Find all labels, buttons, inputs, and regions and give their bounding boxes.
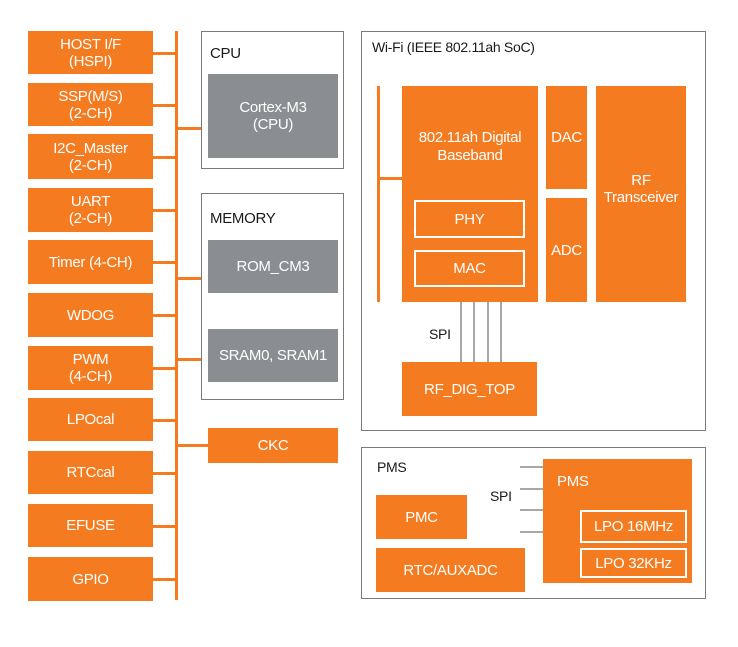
spi-line bbox=[460, 302, 462, 362]
peripheral-label: PWM bbox=[72, 351, 109, 368]
peripheral-block[interactable]: Timer (4-CH) bbox=[28, 240, 153, 284]
bus-connector-ckc bbox=[176, 444, 208, 447]
peripheral-bus-connector bbox=[153, 261, 176, 264]
cortex-m3-block[interactable]: Cortex-M3 (CPU) bbox=[208, 74, 338, 158]
peripheral-label: LPOcal bbox=[66, 411, 115, 428]
peripheral-block[interactable]: RTCcal bbox=[28, 451, 153, 494]
rtc-auxadc-block[interactable]: RTC/AUXADC bbox=[376, 548, 525, 592]
peripheral-label: UART bbox=[70, 193, 111, 210]
adc-label: ADC bbox=[551, 241, 582, 259]
pms-spi-line bbox=[520, 466, 543, 468]
rf-sublabel: Transceiver bbox=[603, 189, 679, 206]
spi-line bbox=[487, 302, 489, 362]
rtc-auxadc-label: RTC/AUXADC bbox=[403, 561, 498, 579]
rf-label: RF bbox=[631, 172, 651, 189]
pms-spi-line bbox=[520, 531, 543, 533]
peripheral-sublabel: (2-CH) bbox=[68, 156, 113, 174]
peripheral-block[interactable]: PWM(4-CH) bbox=[28, 346, 153, 390]
ckc-block[interactable]: CKC bbox=[208, 428, 338, 463]
peripheral-label: I2C_Master bbox=[53, 139, 128, 157]
wifi-section-title: Wi-Fi (IEEE 802.11ah SoC) bbox=[372, 39, 535, 55]
peripheral-bus-connector bbox=[153, 367, 176, 370]
pms-spi-line bbox=[520, 509, 543, 511]
spi-line bbox=[473, 302, 475, 362]
peripheral-sublabel: (4-CH) bbox=[68, 368, 113, 385]
rf-dig-top-label: RF_DIG_TOP bbox=[424, 380, 515, 398]
peripheral-block[interactable]: UART(2-CH) bbox=[28, 188, 153, 232]
lpo-16mhz-block[interactable]: LPO 16MHz bbox=[580, 510, 687, 543]
memory-section-title: MEMORY bbox=[210, 210, 276, 227]
peripheral-bus-connector bbox=[153, 419, 176, 422]
peripheral-block[interactable]: SSP(M/S)(2-CH) bbox=[28, 83, 153, 126]
bus-connector-sram bbox=[176, 358, 208, 361]
rf-transceiver-block[interactable]: RF Transceiver bbox=[596, 86, 686, 302]
peripheral-label: RTCcal bbox=[66, 464, 115, 481]
bus-connector-cpu bbox=[176, 127, 208, 130]
adc-block[interactable]: ADC bbox=[546, 198, 587, 302]
sram-block[interactable]: SRAM0, SRAM1 bbox=[208, 329, 338, 382]
peripheral-bus-connector bbox=[153, 209, 176, 212]
peripheral-block[interactable]: LPOcal bbox=[28, 398, 153, 441]
peripheral-block[interactable]: EFUSE bbox=[28, 504, 153, 547]
peripheral-label: EFUSE bbox=[66, 517, 115, 534]
ckc-label: CKC bbox=[257, 437, 289, 454]
pmc-label: PMC bbox=[405, 508, 438, 526]
peripheral-label: GPIO bbox=[72, 570, 109, 588]
pms-spi-label: SPI bbox=[490, 488, 512, 504]
mac-block[interactable]: MAC bbox=[414, 250, 525, 287]
phy-block[interactable]: PHY bbox=[414, 200, 525, 238]
peripheral-block[interactable]: HOST I/F(HSPI) bbox=[28, 31, 153, 74]
peripheral-block[interactable]: I2C_Master(2-CH) bbox=[28, 134, 153, 179]
peripheral-bus-connector bbox=[153, 472, 176, 475]
peripheral-sublabel: (2-CH) bbox=[68, 210, 113, 227]
cortex-m3-sublabel: (CPU) bbox=[252, 116, 294, 133]
peripheral-label: WDOG bbox=[66, 306, 115, 324]
peripheral-label: HOST I/F bbox=[60, 35, 121, 53]
lpo-16mhz-label: LPO 16MHz bbox=[594, 518, 673, 535]
peripheral-bus-connector bbox=[153, 104, 176, 107]
pms-section-title: PMS bbox=[377, 459, 407, 475]
mac-label: MAC bbox=[453, 260, 486, 277]
rom-block[interactable]: ROM_CM3 bbox=[208, 240, 338, 293]
dac-label: DAC bbox=[551, 129, 582, 146]
wifi-spi-label: SPI bbox=[429, 326, 451, 342]
peripheral-sublabel: (HSPI) bbox=[68, 52, 113, 70]
bus-connector-rom bbox=[176, 277, 208, 280]
peripheral-label: SSP(M/S) bbox=[58, 87, 123, 105]
sram-label: SRAM0, SRAM1 bbox=[218, 347, 328, 364]
dac-block[interactable]: DAC bbox=[546, 86, 587, 189]
phy-label: PHY bbox=[454, 210, 485, 228]
wifi-internal-bus bbox=[377, 86, 380, 302]
baseband-sublabel: Baseband bbox=[437, 147, 503, 164]
peripheral-block[interactable]: GPIO bbox=[28, 557, 153, 601]
pms-spi-line bbox=[520, 488, 543, 490]
lpo-32khz-label: LPO 32KHz bbox=[595, 554, 672, 572]
baseband-label: 802.11ah Digital bbox=[418, 129, 522, 146]
peripheral-block[interactable]: WDOG bbox=[28, 293, 153, 337]
wifi-bus-connector bbox=[378, 177, 402, 180]
peripheral-bus-connector bbox=[153, 314, 176, 317]
pms-block-label: PMS bbox=[557, 473, 589, 490]
peripheral-bus-connector bbox=[153, 52, 176, 55]
cpu-section-title: CPU bbox=[210, 45, 241, 62]
lpo-32khz-block[interactable]: LPO 32KHz bbox=[580, 548, 687, 578]
rf-dig-top-block[interactable]: RF_DIG_TOP bbox=[402, 362, 537, 416]
peripheral-bus-connector bbox=[153, 578, 176, 581]
rom-label: ROM_CM3 bbox=[236, 258, 310, 275]
peripheral-bus-connector bbox=[153, 156, 176, 159]
pmc-block[interactable]: PMC bbox=[376, 495, 467, 539]
system-bus bbox=[175, 31, 178, 600]
spi-line bbox=[500, 302, 502, 362]
peripheral-label: Timer (4-CH) bbox=[48, 253, 133, 271]
peripheral-bus-connector bbox=[153, 525, 176, 528]
peripheral-sublabel: (2-CH) bbox=[68, 104, 113, 122]
cortex-m3-label: Cortex-M3 bbox=[239, 99, 307, 116]
